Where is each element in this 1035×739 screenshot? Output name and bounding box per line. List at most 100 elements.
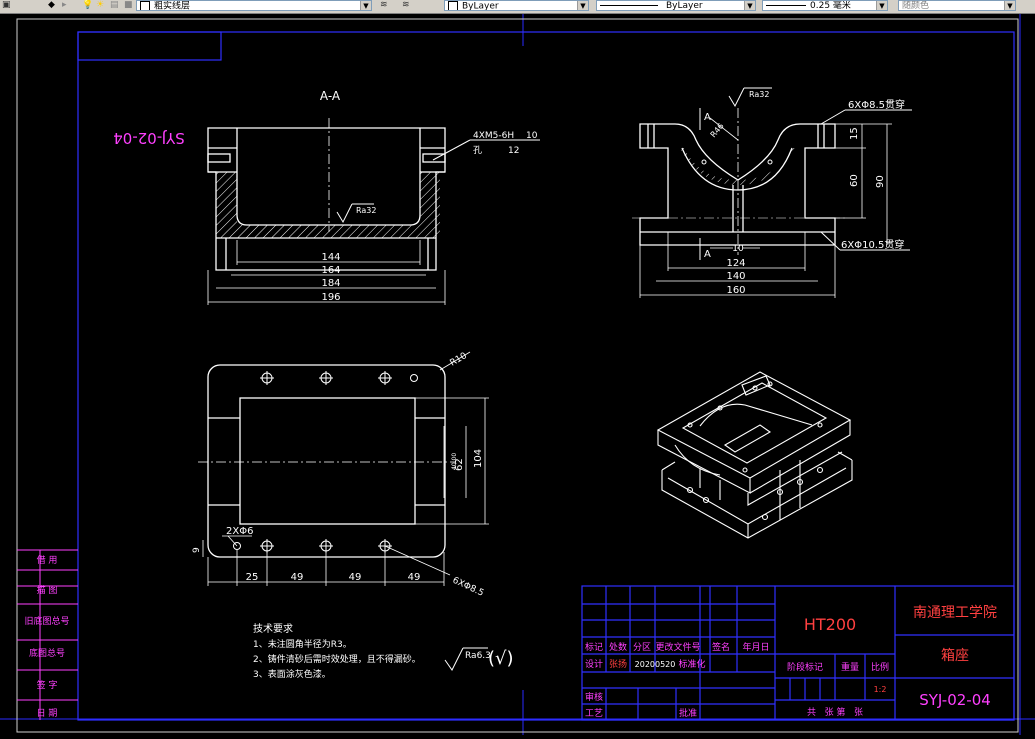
review-label: 审核: [585, 691, 603, 703]
approve-label: 批准: [679, 707, 697, 719]
chevron-down-icon[interactable]: ▼: [577, 1, 588, 10]
lineweight-dropdown[interactable]: 0.25 毫米 ▼: [762, 0, 888, 11]
row-label-zone: 分区: [633, 642, 651, 653]
side-dim-90: 90: [875, 175, 886, 188]
title-block-text: HT200 南通理工学院 箱座 SYJ-02-04 标记 处数 分区 更改文件号…: [585, 605, 997, 719]
side-dim-60: 60: [849, 174, 860, 187]
top-dim-inner: 40.00: [451, 453, 458, 470]
color-value: ByLayer: [462, 1, 499, 11]
design-date: 20200520: [635, 660, 676, 669]
side-small-dim: 10: [732, 244, 744, 254]
dim-front-164: 164: [321, 265, 340, 276]
layer-previous-icon[interactable]: ≋: [402, 0, 410, 10]
top-small-holes: 2XΦ6: [226, 526, 253, 537]
material-text: HT200: [804, 615, 856, 634]
layer-name: 粗实线层: [154, 1, 191, 11]
plotstyle-value: 随颜色: [902, 1, 930, 11]
layer-manager-icon[interactable]: ▣: [2, 0, 11, 10]
tech-title: 技术要求: [253, 622, 293, 635]
process-label: 工艺: [585, 708, 603, 719]
linetype-dropdown[interactable]: ByLayer ▼: [596, 0, 756, 11]
dim-front-144: 144: [321, 252, 340, 263]
top-dim-left: 9: [192, 547, 202, 553]
top-radius: R10: [449, 351, 470, 369]
hole-depth: 孔: [473, 145, 482, 156]
roughness-main: Ra32: [356, 206, 376, 215]
dim-side-160: 160: [726, 285, 745, 296]
lightbulb-icon[interactable]: 💡: [82, 0, 94, 10]
designer-name: 张扬: [609, 658, 627, 670]
row-label-count: 处数: [609, 641, 627, 653]
standardize-label: 标准化: [678, 658, 705, 670]
strip-label-borrow: 借 用: [37, 554, 58, 566]
thread-note: 4XM5-6H: [473, 131, 514, 141]
drawing-canvas[interactable]: SYJ-02-04 借 用 描 图 旧底图总号 底图总号 签 字 日 期 A-A: [0, 14, 1035, 735]
drawing-code: SYJ-02-04: [919, 691, 991, 709]
part-name: 箱座: [941, 648, 969, 664]
color-dropdown[interactable]: ByLayer ▼: [444, 0, 589, 11]
side-hole-bottom: 6XΦ10.5贯穿: [841, 238, 904, 251]
roughness-side: Ra32: [749, 90, 769, 99]
layer-color-swatch: [140, 1, 150, 10]
strip-label-base: 底图总号: [29, 647, 65, 659]
color-swatch: [448, 1, 458, 10]
chevron-down-icon[interactable]: ▼: [360, 1, 371, 10]
section-arrow-bottom: A: [704, 249, 711, 260]
layer-dropdown[interactable]: 粗实线层 ▼: [136, 0, 372, 11]
sun-icon[interactable]: ☀: [96, 0, 105, 10]
left-strip: [17, 549, 78, 720]
strip-label-sign: 签 字: [37, 679, 58, 691]
top-dim-62: 62: [454, 458, 465, 471]
top-dim-104: 104: [473, 449, 484, 468]
dim-side-140: 140: [726, 271, 745, 282]
inner-frame: [77, 31, 1015, 721]
sheets-label: 共 张 第 张: [807, 706, 863, 718]
dim-front-184: 184: [321, 278, 340, 289]
chevron-down-icon[interactable]: ▼: [1004, 1, 1015, 10]
top-dim-25: 25: [246, 572, 259, 583]
lock-icon[interactable]: ▤: [110, 0, 119, 10]
chevron-down-icon[interactable]: ▼: [744, 1, 755, 10]
strip-label-old-base: 旧底图总号: [24, 615, 69, 627]
make-current-icon[interactable]: ≋: [380, 0, 388, 10]
row-label-sign: 签名: [712, 641, 730, 653]
general-roughness-paren: (√): [488, 648, 514, 669]
layer-state-icon[interactable]: ◆: [48, 0, 55, 10]
lineweight-value: 0.25 毫米: [810, 1, 851, 11]
weight-label: 重量: [841, 661, 859, 673]
dim-side-124: 124: [726, 258, 745, 269]
hole-depth-value: 12: [508, 146, 519, 156]
row-label-mark: 标记: [585, 641, 603, 653]
corner-code-box: [77, 31, 222, 61]
chevron-down-icon[interactable]: ▼: [876, 1, 887, 10]
layer-prev-icon[interactable]: ▸: [62, 0, 67, 10]
top-view: R10 62 104 40.00 2XΦ6 9 25 49 49: [192, 351, 489, 599]
section-view: A-A Ra32 4XM5-6H 10 孔: [207, 89, 540, 305]
side-radius: R46: [709, 121, 726, 139]
corner-code-text: SYJ-02-04: [113, 129, 185, 147]
lineweight-preview: [766, 5, 806, 6]
tech-item-3: 3、表面涂灰色漆。: [253, 668, 331, 680]
plotstyle-dropdown[interactable]: 随颜色 ▼: [898, 0, 1016, 11]
outer-frame: [16, 18, 1019, 733]
stage-label: 阶段标记: [787, 661, 823, 673]
dim-front-196: 196: [321, 292, 340, 303]
tech-notes: 技术要求 1、未注圆角半径为R3。 2、铸件清砂后需时效处理，且不得漏砂。 3、…: [253, 622, 514, 680]
title-block: [581, 585, 1015, 721]
side-dim-15: 15: [849, 127, 860, 140]
school-text: 南通理工学院: [913, 605, 997, 621]
top-dim-49-c: 49: [408, 572, 421, 583]
linetype-preview: [600, 5, 658, 6]
section-label: A-A: [320, 89, 341, 103]
side-view: A A R46 Ra32 6XΦ8.5贯穿 6XΦ10.5贯穿 15 60 90: [632, 87, 912, 298]
color-swatch-icon[interactable]: ■: [124, 0, 133, 10]
scale-label: 比例: [871, 661, 889, 673]
thread-depth: 10: [526, 131, 538, 141]
drawing-svg: SYJ-02-04 借 用 描 图 旧底图总号 底图总号 签 字 日 期 A-A: [0, 14, 1035, 735]
tech-item-1: 1、未注圆角半径为R3。: [253, 638, 352, 650]
left-strip-labels: 借 用 描 图 旧底图总号 底图总号 签 字 日 期: [24, 554, 69, 719]
tech-item-2: 2、铸件清砂后需时效处理，且不得漏砂。: [253, 653, 421, 665]
isometric-view: [656, 371, 853, 539]
general-roughness: Ra6.3: [465, 651, 491, 661]
linetype-value: ByLayer: [666, 1, 703, 11]
